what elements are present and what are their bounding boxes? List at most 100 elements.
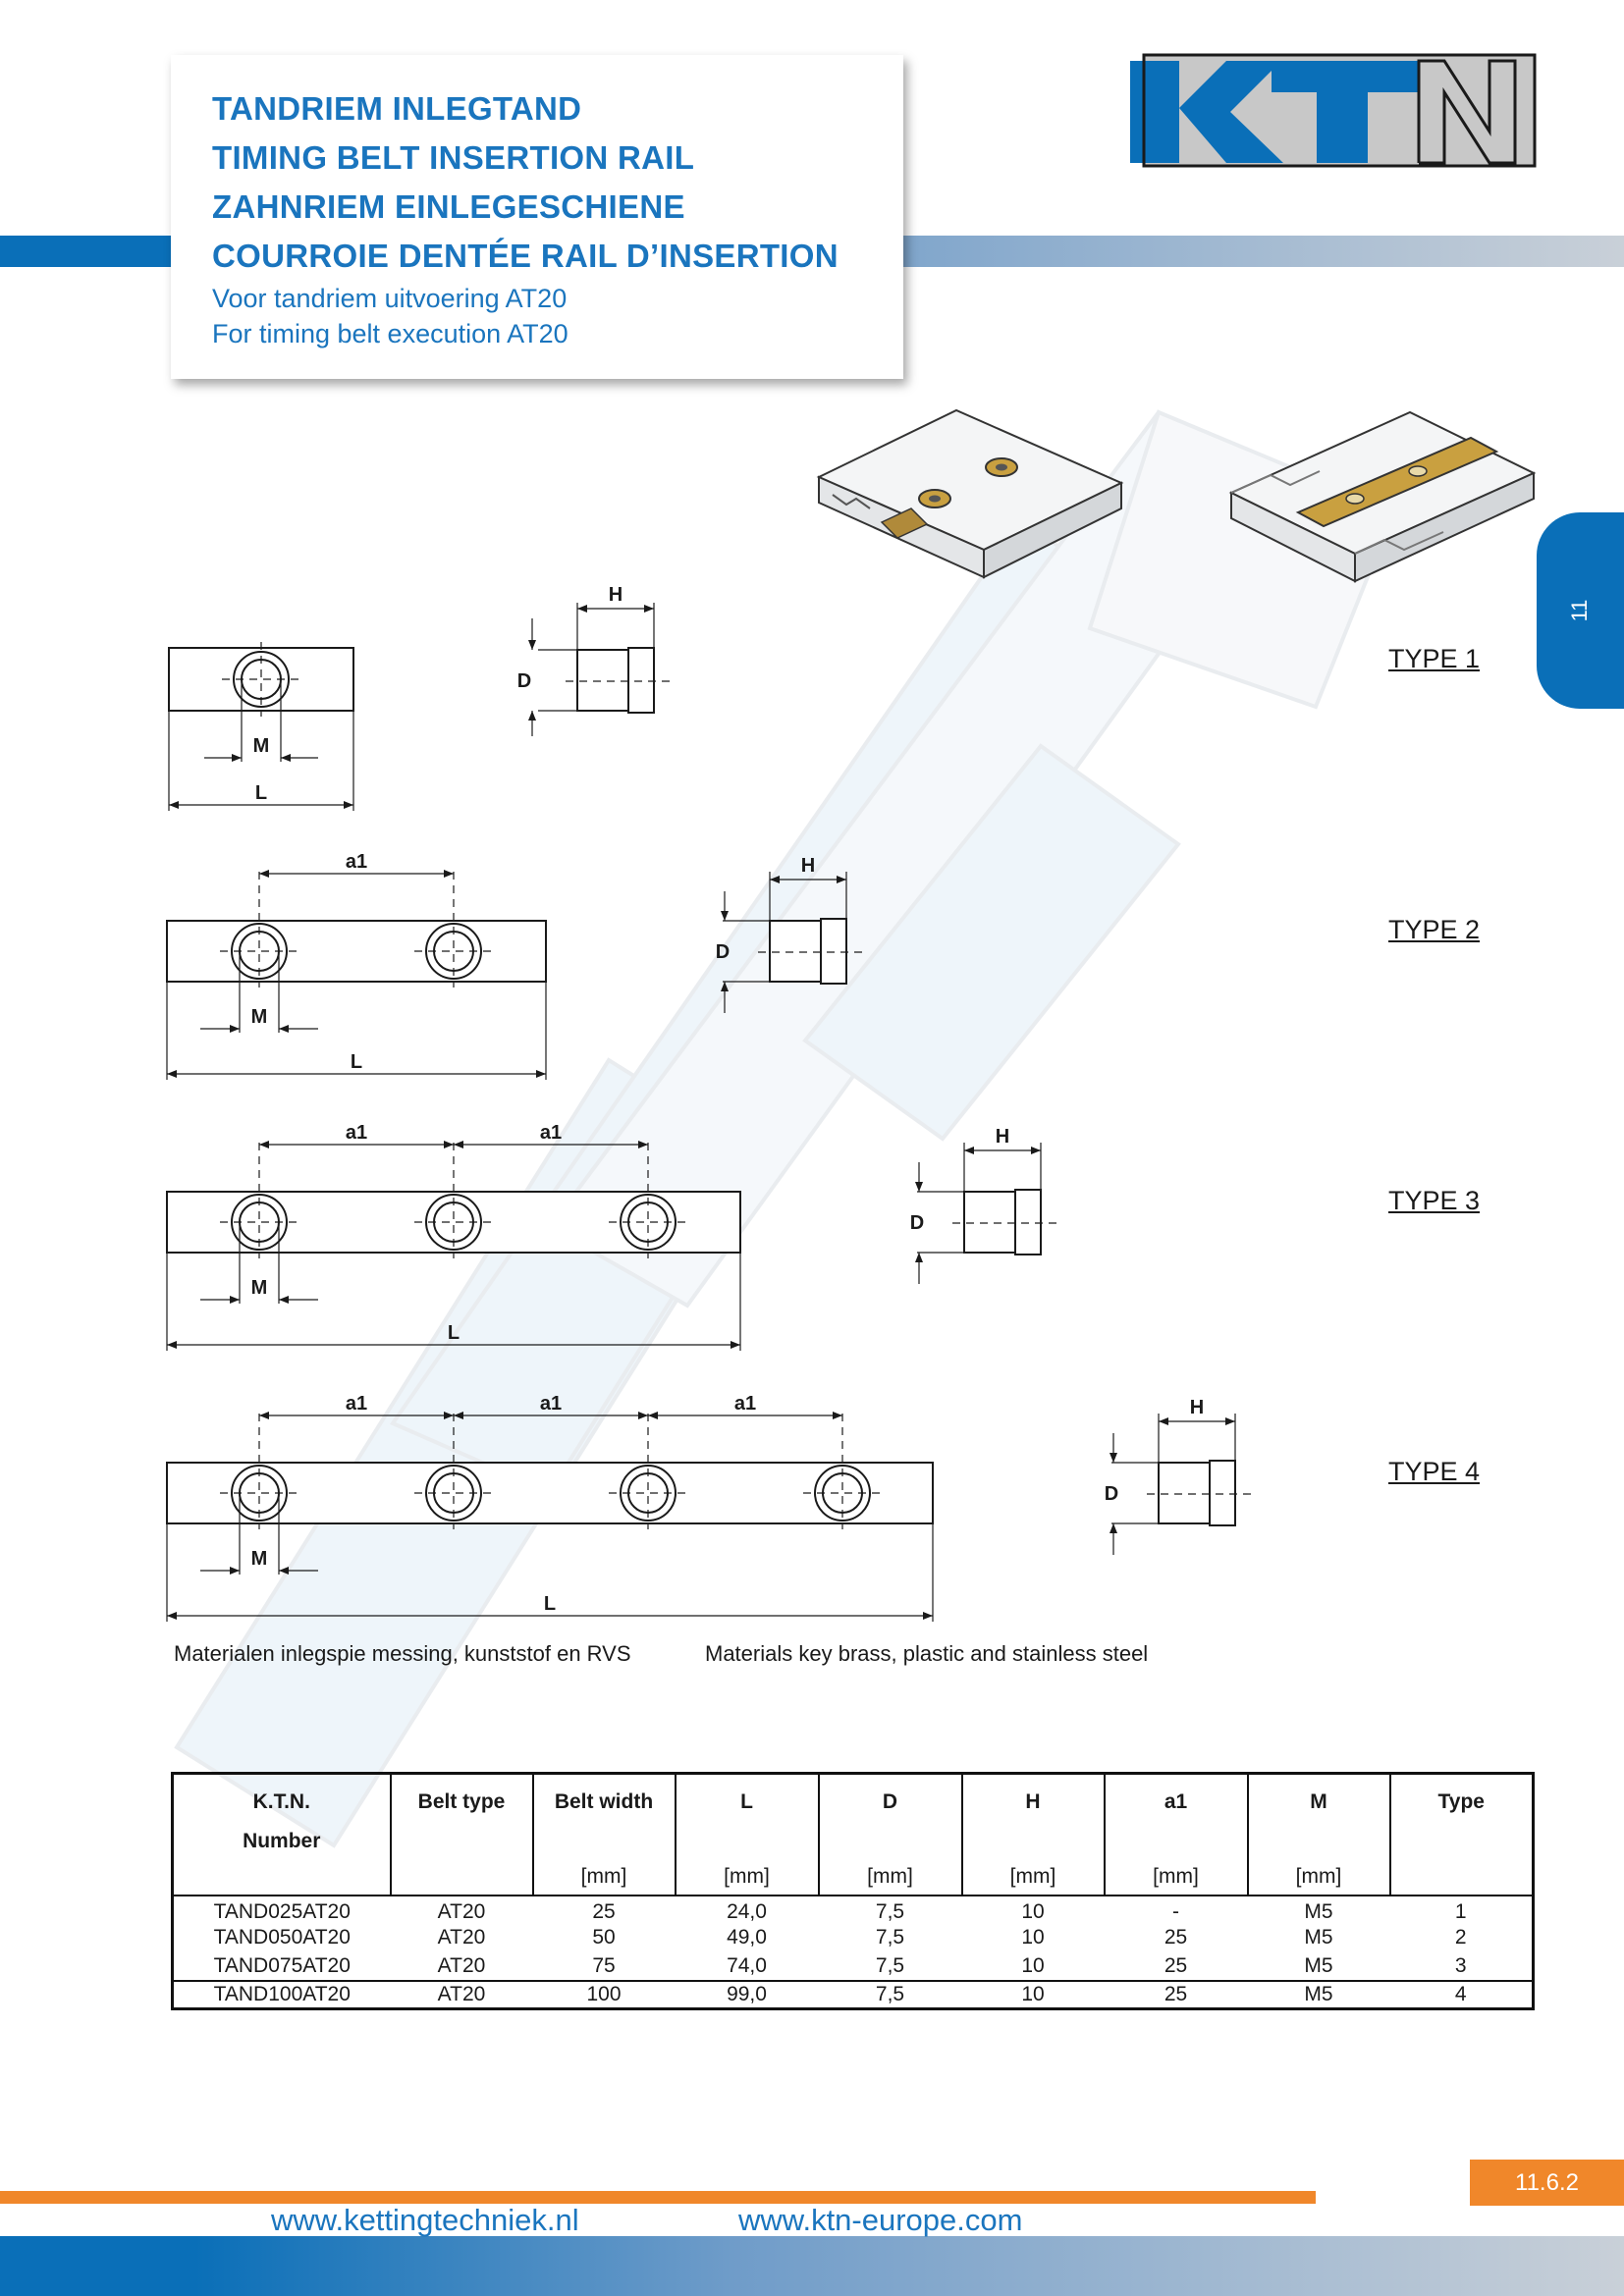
cell-belt-width: 100 (532, 1979, 676, 2009)
cell-type: 1 (1454, 1899, 1467, 1923)
label-d: D (910, 1212, 924, 1234)
drawing-type1-front: M L (168, 642, 354, 811)
footer-band (0, 2236, 1624, 2296)
title-fr: COURROIE DENTÉE RAIL D’INSERTION (212, 238, 839, 274)
cell-belt-width: 75 (592, 1953, 616, 1977)
label-m: M (251, 1277, 268, 1299)
col-header-d: D [mm] (817, 1772, 963, 1896)
drawing-type3-side: H D (910, 1126, 1058, 1284)
label-l: L (448, 1322, 460, 1344)
col-header-type: Type (1388, 1772, 1535, 1896)
label-l: L (351, 1051, 362, 1073)
cell-belt-width: 50 (592, 1926, 616, 1949)
label-a1: a1 (346, 1393, 367, 1415)
col-header-belt-width: Belt width [mm] (531, 1772, 677, 1896)
type-label-4: TYPE 4 (1388, 1457, 1481, 1486)
label-d: D (1105, 1483, 1118, 1505)
cell-belt-type: AT20 (437, 1899, 486, 1923)
label-m: M (253, 735, 270, 757)
cell-h: 10 (1021, 1926, 1045, 1949)
chapter-tab-label: 11 (1567, 599, 1592, 622)
cell-h: 10 (1021, 1953, 1045, 1977)
col-header-m: M [mm] (1246, 1772, 1391, 1896)
label-h: H (609, 584, 623, 606)
cell-number: TAND100AT20 (172, 1979, 391, 2009)
type-label-1: TYPE 1 (1388, 644, 1481, 673)
table-row: TAND025AT20 AT20 25 24,0 7,5 10 - M5 1 (173, 1896, 1534, 1924)
col-header-l: L [mm] (674, 1772, 820, 1896)
label-l: L (255, 782, 267, 804)
drawing-type1-side: H D (517, 584, 672, 736)
title-en: TIMING BELT INSERTION RAIL (212, 139, 695, 176)
product-image-type1 (816, 408, 1124, 579)
label-h: H (996, 1126, 1009, 1148)
label-l: L (544, 1593, 556, 1615)
cell-belt-type: AT20 (437, 1953, 486, 1977)
label-a1: a1 (346, 1122, 367, 1144)
cell-a1: 25 (1104, 1979, 1248, 2009)
cell-type: 3 (1454, 1953, 1467, 1977)
label-a1: a1 (540, 1122, 562, 1144)
materials-nl: Materialen inlegspie messing, kunststof … (174, 1641, 631, 1666)
drawing-type4-front: a1 a1 a1 M L (166, 1393, 934, 1622)
cell-l: 99,0 (675, 1979, 819, 2009)
cell-m: M5 (1304, 1926, 1333, 1949)
cell-a1: 25 (1164, 1926, 1188, 1949)
type-label-3: TYPE 3 (1388, 1186, 1481, 1215)
cell-a1: - (1172, 1899, 1179, 1923)
product-image-type2 (1228, 410, 1537, 583)
cell-d: 7,5 (875, 1899, 905, 1923)
title-nl: TANDRIEM INLEGTAND (212, 90, 582, 127)
cell-h: 10 (1021, 1899, 1045, 1923)
subtitle-en: For timing belt execution AT20 (212, 319, 568, 348)
footer-orange-bar (0, 2191, 1316, 2204)
table-row: TAND075AT20 AT20 75 74,0 7,5 10 25 M5 3 (173, 1952, 1534, 1981)
label-a1: a1 (346, 851, 367, 873)
table-row: TAND050AT20 AT20 50 49,0 7,5 10 25 M5 2 (173, 1924, 1534, 1952)
title-box: TANDRIEM INLEGTAND TIMING BELT INSERTION… (171, 55, 903, 379)
col-header-a1: a1 [mm] (1103, 1772, 1249, 1896)
cell-belt-type: AT20 (390, 1979, 533, 2009)
cell-l: 74,0 (727, 1953, 767, 1977)
drawing-type4-side: H D (1105, 1397, 1253, 1555)
table-row: TAND100AT20 AT20 100 99,0 7,5 10 25 M5 4 (172, 1979, 1534, 2009)
col-header-belt-type: Belt type (389, 1772, 534, 1896)
cell-number: TAND025AT20 (213, 1899, 351, 1923)
cell-d: 7,5 (818, 1979, 962, 2009)
table-header-row: K.T.N. Number Belt type Belt width [mm] … (171, 1772, 1535, 1896)
cell-m: M5 (1304, 1899, 1333, 1923)
cell-type: 4 (1389, 1979, 1534, 2009)
page-number: 11.6.2 (1470, 2160, 1624, 2206)
cell-belt-width: 25 (592, 1899, 616, 1923)
cell-belt-type: AT20 (437, 1926, 486, 1949)
cell-l: 24,0 (727, 1899, 767, 1923)
label-a1: a1 (540, 1393, 562, 1415)
type-label-2: TYPE 2 (1388, 915, 1481, 944)
url-kettingtechniek[interactable]: www.kettingtechniek.nl (271, 2203, 579, 2237)
label-m: M (251, 1006, 268, 1028)
label-h: H (1190, 1397, 1204, 1418)
col-header-h: H [mm] (960, 1772, 1106, 1896)
label-a1: a1 (734, 1393, 756, 1415)
drawing-type3-front: a1 a1 M L (166, 1122, 741, 1351)
label-m: M (251, 1548, 268, 1570)
cell-d: 7,5 (875, 1926, 905, 1949)
url-ktn-europe[interactable]: www.ktn-europe.com (738, 2203, 1023, 2237)
cell-number: TAND075AT20 (213, 1953, 351, 1977)
chapter-tab[interactable]: 11 (1537, 512, 1624, 709)
cell-a1: 25 (1164, 1953, 1188, 1977)
cell-m: M5 (1304, 1953, 1333, 1977)
subtitle-nl: Voor tandriem uitvoering AT20 (212, 284, 568, 313)
materials-en: Materials key brass, plastic and stainle… (705, 1641, 1149, 1666)
drawing-type2-side: H D (716, 855, 864, 1013)
ktn-logo (1130, 53, 1537, 168)
label-d: D (517, 670, 531, 692)
cell-h: 10 (961, 1979, 1105, 2009)
spec-table: K.T.N. Number Belt type Belt width [mm] … (171, 1772, 1535, 2010)
cell-l: 49,0 (727, 1926, 767, 1949)
cell-m: M5 (1247, 1979, 1390, 2009)
drawing-type2-front: a1 M L (166, 851, 547, 1080)
cell-number: TAND050AT20 (213, 1926, 351, 1949)
label-h: H (801, 855, 815, 877)
